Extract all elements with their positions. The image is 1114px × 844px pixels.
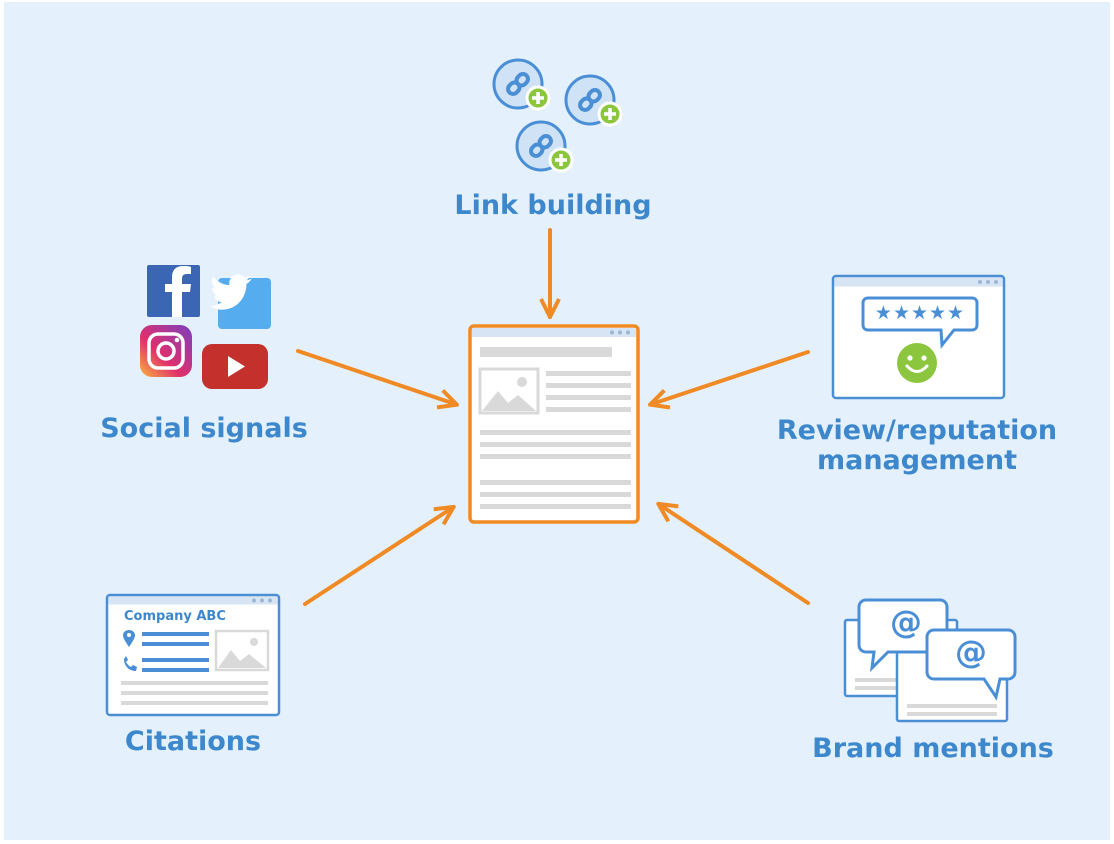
twitter-icon [209,274,271,329]
link-plus-icon [492,58,623,173]
arrow-review [652,350,810,404]
label-review-line1: Review/reputation [776,415,1058,446]
arrow-citations [303,508,452,606]
youtube-icon [202,344,268,389]
review-stars: ★★★★★ [874,302,966,324]
company-name: Company ABC [124,609,226,624]
label-link-building: Link building [454,190,652,221]
web-page-icon [468,324,640,524]
review-window-icon [831,274,1006,400]
citation-window-icon [105,593,281,717]
arrow-social-signals [296,349,455,404]
label-review-line2: management [816,445,1017,476]
location-pin-icon [123,630,135,647]
label-brand-mentions: Brand mentions [812,733,1054,764]
arrows [296,228,810,606]
instagram-icon [140,325,192,377]
at-symbol-1: @ [890,603,922,641]
facebook-icon [147,265,200,317]
label-social-signals: Social signals [100,413,308,444]
mention-bubble-icon [843,598,1017,723]
at-symbol-2: @ [955,633,987,671]
phone-icon [124,656,137,671]
arrow-brand-mentions [660,505,810,605]
label-citations: Citations [124,726,262,757]
